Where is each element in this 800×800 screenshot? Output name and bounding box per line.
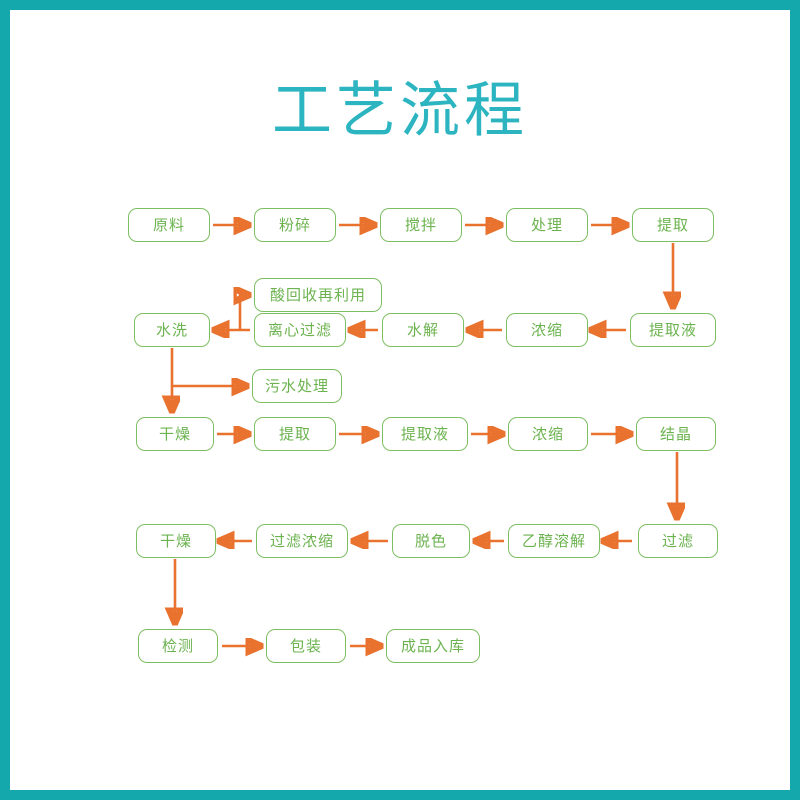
node-crushing[interactable]: 粉碎 [254,208,336,242]
node-decolorization[interactable]: 脱色 [392,524,470,558]
node-processing[interactable]: 处理 [506,208,588,242]
node-drying-2[interactable]: 干燥 [136,524,216,558]
node-concentration-1[interactable]: 浓缩 [506,313,588,347]
node-ethanol-dissolution[interactable]: 乙醇溶解 [508,524,600,558]
node-crystallization[interactable]: 结晶 [636,417,716,451]
edge-centrifuge-to-acid-recovery [240,295,248,330]
node-drying-1[interactable]: 干燥 [136,417,214,451]
node-raw-material[interactable]: 原料 [128,208,210,242]
node-filtration-concentration[interactable]: 过滤浓缩 [256,524,348,558]
node-water-washing[interactable]: 水洗 [134,313,210,347]
node-packaging[interactable]: 包装 [266,629,346,663]
node-centrifugal-filtration[interactable]: 离心过滤 [254,313,346,347]
node-filtration[interactable]: 过滤 [638,524,718,558]
node-inspection[interactable]: 检测 [138,629,218,663]
node-acid-recovery-reuse[interactable]: 酸回收再利用 [254,278,382,312]
page-title: 工艺流程 [272,76,528,146]
node-hydrolysis[interactable]: 水解 [382,313,464,347]
node-wastewater-treatment[interactable]: 污水处理 [252,369,342,403]
node-extraction[interactable]: 提取 [632,208,714,242]
node-finished-goods-warehousing[interactable]: 成品入库 [386,629,480,663]
node-extract-liquid-1[interactable]: 提取液 [630,313,716,347]
node-stirring[interactable]: 搅拌 [380,208,462,242]
node-extraction-2[interactable]: 提取 [254,417,336,451]
node-concentration-2[interactable]: 浓缩 [508,417,588,451]
node-extract-liquid-2[interactable]: 提取液 [382,417,468,451]
